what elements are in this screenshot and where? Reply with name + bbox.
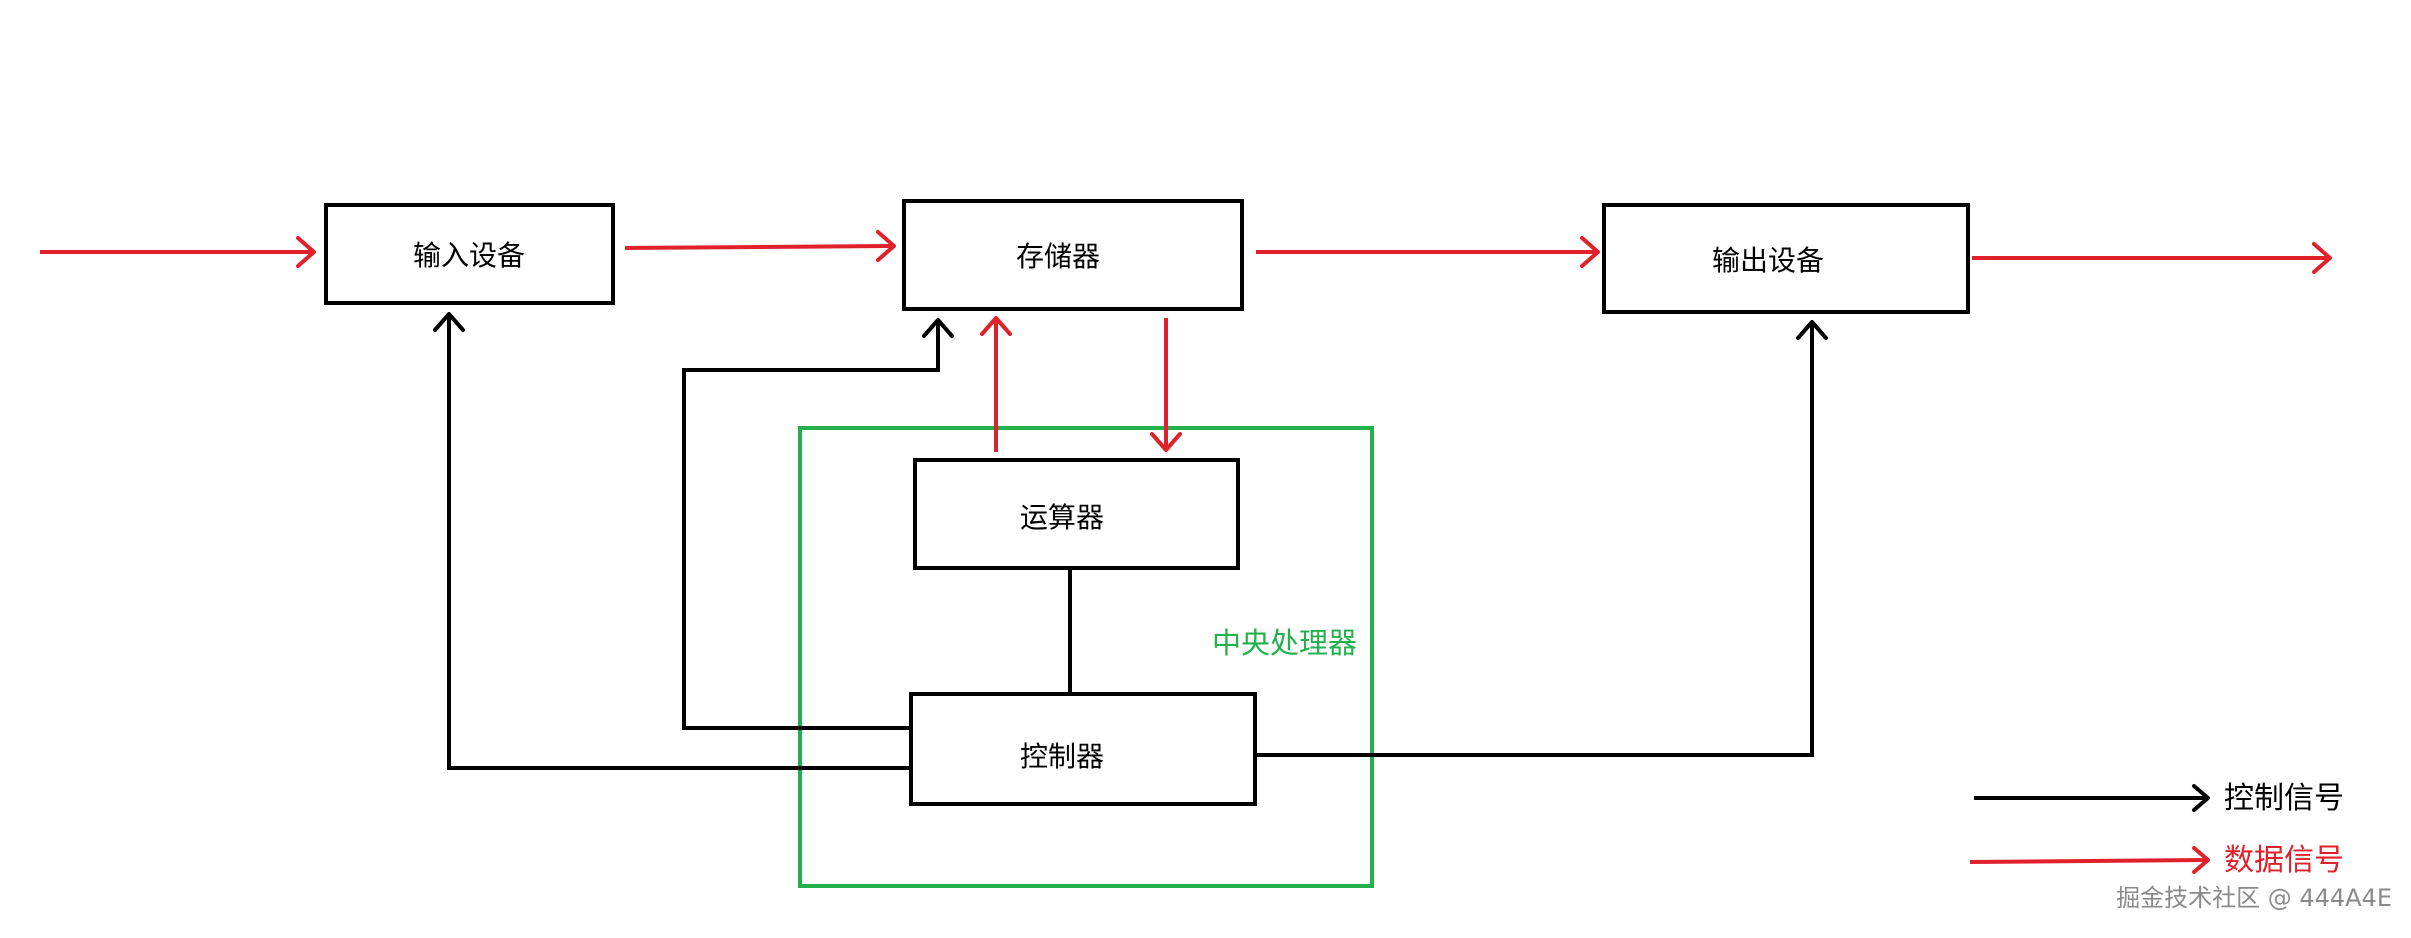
input-device-box bbox=[324, 203, 615, 305]
controller-label: 控制器 bbox=[1020, 740, 1104, 773]
legend-data-line bbox=[1969, 858, 2207, 864]
output-device-box bbox=[1602, 203, 1970, 314]
control-line-controller-to-input bbox=[447, 316, 913, 770]
data-arrow-out-head bbox=[2312, 242, 2332, 274]
data-arrow-alu-to-memory-head bbox=[980, 316, 1012, 336]
memory-label: 存储器 bbox=[1016, 240, 1100, 273]
control-line-controller-to-memory-head bbox=[922, 318, 954, 338]
legend-data-arrow-head bbox=[2192, 846, 2210, 874]
data-arrow-input-to-memory-head bbox=[876, 230, 896, 262]
control-line-controller-to-output-head bbox=[1796, 320, 1828, 340]
alu-box bbox=[913, 458, 1240, 570]
data-arrow-memory-to-alu-head bbox=[1150, 432, 1182, 452]
memory-box bbox=[902, 199, 1244, 311]
controller-box bbox=[909, 692, 1257, 806]
output-device-label: 输出设备 bbox=[1712, 244, 1824, 277]
alu-label: 运算器 bbox=[1020, 501, 1104, 534]
legend-control-arrow-head bbox=[2192, 784, 2210, 812]
control-line-controller-to-input-head bbox=[433, 312, 465, 332]
cpu-group-label: 中央处理器 bbox=[1212, 626, 1357, 660]
input-device-label: 输入设备 bbox=[413, 239, 525, 272]
legend-control-label: 控制信号 bbox=[2224, 781, 2344, 816]
data-arrow-input-to-memory bbox=[624, 244, 893, 250]
watermark-text: 掘金技术社区 @ 444A4E bbox=[2116, 884, 2392, 912]
control-line-controller-to-output bbox=[1254, 324, 1814, 757]
legend-data-label: 数据信号 bbox=[2224, 843, 2344, 878]
data-arrow-in-head bbox=[296, 236, 316, 268]
control-line-controller-to-memory bbox=[682, 322, 940, 730]
data-arrow-memory-to-output-head bbox=[1580, 236, 1600, 268]
cpu-group-border bbox=[798, 426, 1374, 888]
